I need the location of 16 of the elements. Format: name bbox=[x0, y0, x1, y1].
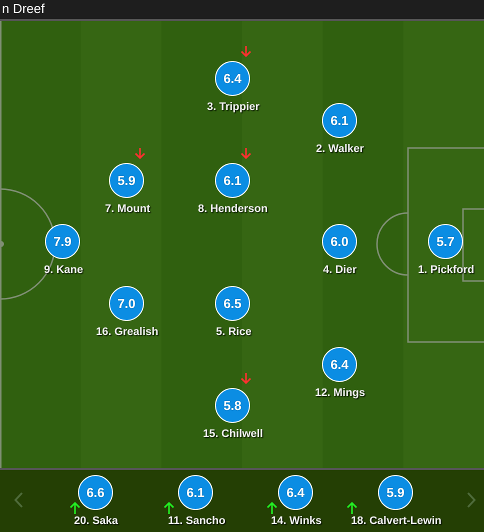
player-name: 12. Mings bbox=[315, 387, 366, 400]
player-name: 8. Henderson bbox=[198, 203, 268, 216]
player-name: 15. Chilwell bbox=[203, 428, 263, 441]
player-name: 7. Mount bbox=[105, 203, 150, 216]
player-name: 5. Rice bbox=[216, 326, 252, 339]
player-name: 11. Sancho bbox=[168, 515, 226, 528]
player-name: 20. Saka bbox=[74, 515, 118, 528]
player-name: 4. Dier bbox=[323, 264, 357, 277]
player-name: 9. Kane bbox=[44, 264, 84, 277]
player-name: 1. Pickford bbox=[418, 264, 474, 277]
player-name: 2. Walker bbox=[316, 143, 364, 156]
player-name: 18. Calvert-Lewin bbox=[351, 515, 442, 528]
header-title: n Dreef bbox=[2, 1, 45, 16]
player-name: 16. Grealish bbox=[96, 326, 158, 339]
player-name: 3. Trippier bbox=[207, 101, 260, 114]
player-name: 14. Winks bbox=[271, 515, 322, 528]
